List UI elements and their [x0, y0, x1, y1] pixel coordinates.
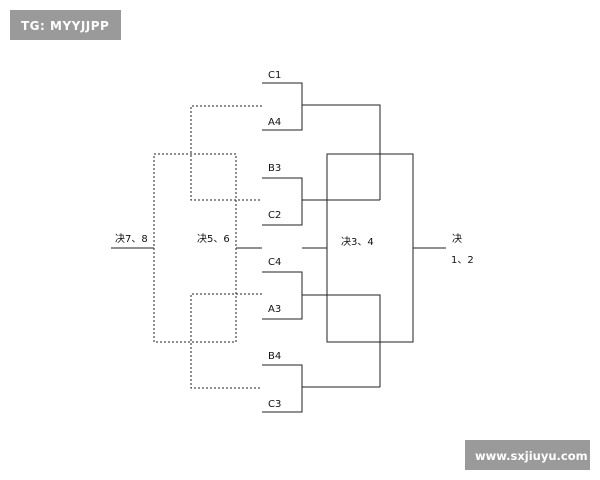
- team-label-6: A3: [268, 304, 281, 315]
- watermark-top-left: TG: MYYJJPP: [10, 10, 121, 40]
- dashed-bottom-loop: [190, 293, 262, 389]
- team-label-1: C1: [268, 70, 281, 81]
- label-final-3-4: 决3、4: [341, 236, 374, 248]
- bracket-match-2: [262, 177, 380, 226]
- team-label-3: B3: [268, 163, 281, 174]
- watermark-bottom-right-text: www.sxjiuyu.com: [475, 449, 588, 463]
- label-final-5-6: 决5、6: [197, 233, 230, 245]
- team-label-7: B4: [268, 351, 281, 362]
- team-label-8: C3: [268, 399, 281, 410]
- bracket-box-3-4: [326, 153, 414, 343]
- watermark-bottom-right: www.sxjiuyu.com: [465, 440, 590, 470]
- team-label-5: C4: [268, 257, 281, 268]
- watermark-bottom-right-box: [465, 440, 590, 470]
- dashed-box-5-6: [153, 153, 237, 343]
- dashed-top-loop: [190, 105, 262, 201]
- bracket-match-3: [262, 271, 381, 387]
- team-label-2: A4: [268, 117, 281, 128]
- label-final-1-2-top: 决: [452, 233, 462, 245]
- team-label-4: C2: [268, 210, 281, 221]
- label-final-7-8: 决7、8: [115, 233, 148, 245]
- bracket-match-4: [262, 364, 380, 413]
- bracket-match-1: [262, 82, 381, 200]
- watermark-top-left-box: [10, 10, 121, 40]
- watermark-top-left-text: TG: MYYJJPP: [21, 19, 109, 33]
- label-final-1-2-bottom: 1、2: [451, 255, 474, 266]
